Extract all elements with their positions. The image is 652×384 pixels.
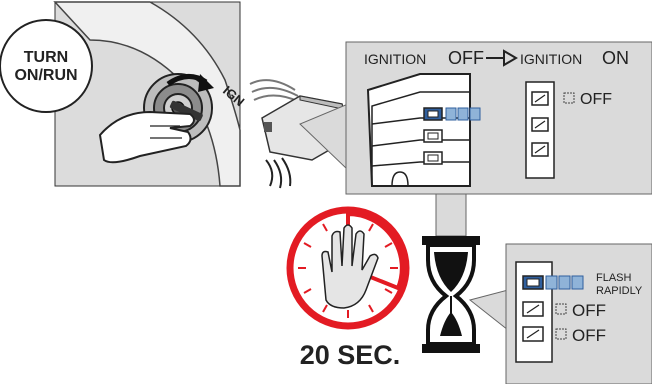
callout-connector (436, 194, 466, 236)
ignition-off-word: OFF (448, 48, 484, 68)
wire-bundle-top (250, 80, 300, 102)
callout-bottom-pointer (470, 290, 508, 330)
turn-on-run-badge (0, 20, 92, 112)
flash-pattern-icon (546, 276, 583, 289)
status-off-label: OFF (580, 91, 612, 108)
status-off-label-2: OFF (572, 326, 606, 345)
led-off-indicator-2 (532, 118, 548, 131)
callout-top: IGNITION OFF IGNITION ON (300, 42, 652, 194)
led-flash-pattern (446, 108, 480, 120)
rapidly-label: RAPIDLY (596, 285, 643, 297)
hourglass-icon (422, 236, 480, 353)
led-off-bottom-2 (523, 327, 543, 341)
flash-label: FLASH (596, 272, 632, 284)
module-housing (368, 74, 480, 186)
wire-bundle-bottom (266, 158, 290, 188)
ignition-on-word: ON (602, 48, 629, 68)
callout-bottom: FLASH RAPIDLY OFF OFF (470, 244, 652, 384)
led-off-bottom-1 (523, 302, 543, 316)
ignition-off-label: IGNITION (364, 51, 426, 67)
led-off-indicator-1 (532, 92, 548, 105)
status-off-label-1: OFF (572, 301, 606, 320)
on-run-label: ON/RUN (14, 67, 77, 84)
ignition-on-label: IGNITION (520, 51, 582, 67)
timer-duration: 20 SEC. (300, 340, 401, 370)
led-off-indicator-3 (532, 143, 548, 156)
turn-label: TURN (24, 49, 68, 66)
ignition-illustration: IGN TURN ON/RUN (0, 2, 247, 186)
stop-timer: 20 SEC. (290, 210, 406, 370)
